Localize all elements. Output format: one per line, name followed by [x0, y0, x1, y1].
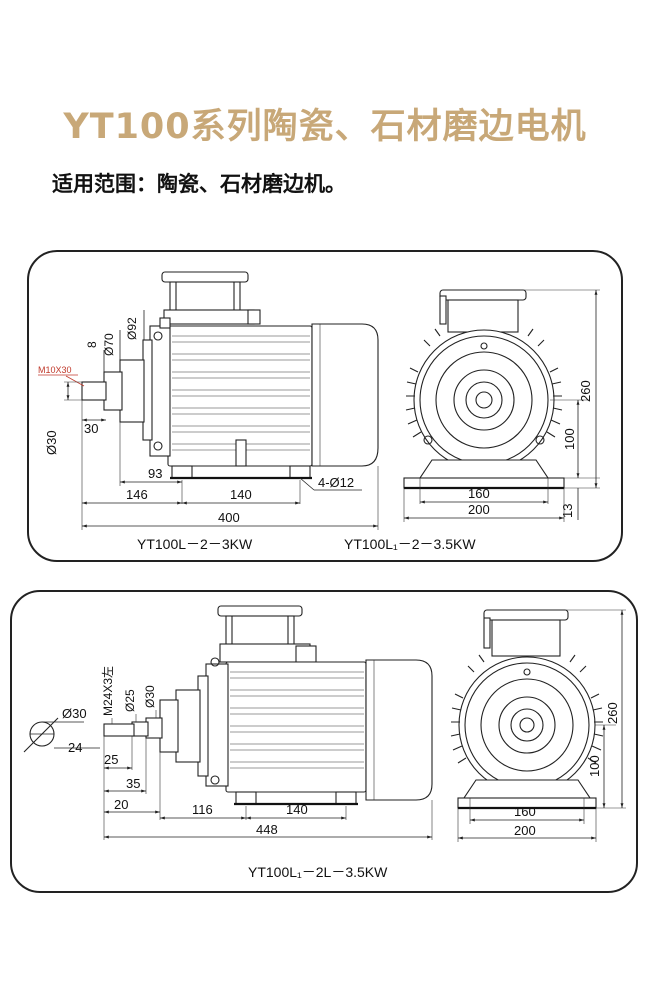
dim2-d25: Ø25 [123, 689, 137, 712]
dim-d70: Ø70 [102, 333, 116, 356]
model-label-1b: YT100L₁－2－3.5KW [344, 536, 476, 552]
dim-160: 160 [468, 486, 490, 501]
dim-d30: Ø30 [44, 430, 59, 455]
dim-m10x30: M10X30 [38, 365, 72, 375]
dim2-20: 20 [114, 797, 128, 812]
dim2-d30: Ø30 [143, 685, 157, 708]
dim-13: 13 [560, 504, 575, 518]
dimensions-side-2: Ø30 24 M24X3左 Ø25 Ø30 25 35 20 116 140 4 [23, 666, 433, 840]
dim2-260: 260 [605, 702, 620, 724]
dim2-35: 35 [126, 776, 140, 791]
dimensions-end-1: 260 100 13 160 200 [403, 289, 600, 522]
dim2-116: 116 [192, 802, 213, 817]
drawing-panel-2 [10, 590, 638, 893]
dim2-25: 25 [104, 752, 118, 767]
model-label-1a: YT100L－2－3KW [137, 536, 253, 552]
dim-260: 260 [578, 380, 593, 402]
motor-side-view-1 [81, 271, 379, 480]
dim-8: 8 [85, 341, 99, 348]
dim2-200: 200 [514, 823, 536, 838]
dim-400: 400 [218, 510, 240, 525]
dim-d92: Ø92 [125, 317, 139, 340]
drawing-panel-1 [27, 250, 623, 562]
dim-146: 146 [126, 487, 148, 502]
model-label-2: YT100L₁－2L－3.5KW [248, 864, 388, 880]
dim2-100: 100 [587, 755, 602, 777]
dim2-160: 160 [514, 804, 536, 819]
dim2-140: 140 [286, 802, 308, 817]
motor-end-view-2 [450, 609, 604, 810]
dim2-24: 24 [68, 740, 82, 755]
dim-140: 140 [230, 487, 252, 502]
dim-93: 93 [148, 466, 162, 481]
dim-200: 200 [468, 502, 490, 517]
dim2-448: 448 [256, 822, 278, 837]
motor-end-view-1 [403, 289, 565, 490]
motor-side-view-2 [103, 605, 433, 806]
dim-30: 30 [84, 421, 98, 436]
page-title: YT100系列陶瓷、石材磨边电机 [63, 107, 587, 147]
dim-4-d12: 4-Ø12 [318, 475, 354, 490]
dimensions-side-1: 8 Ø70 Ø92 M10X30 Ø30 30 93 146 140 4-Ø12 [38, 310, 379, 530]
dim2-m24: M24X3左 [100, 666, 115, 716]
application-scope: 适用范围：陶瓷、石材磨边机。 [52, 172, 346, 196]
dimensions-end-2: 260 100 160 200 [457, 609, 626, 842]
dim-100: 100 [562, 428, 577, 450]
dim2-d30-nut: Ø30 [62, 706, 87, 721]
